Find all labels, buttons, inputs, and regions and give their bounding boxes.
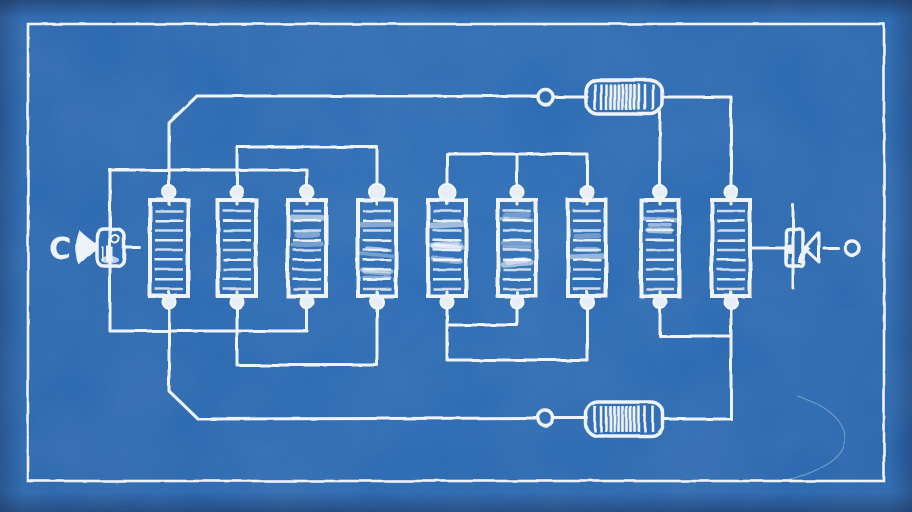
- circuit-diagram: C: [0, 0, 912, 512]
- blueprint-canvas: C: [0, 0, 912, 512]
- paper-grain-texture: [0, 0, 912, 512]
